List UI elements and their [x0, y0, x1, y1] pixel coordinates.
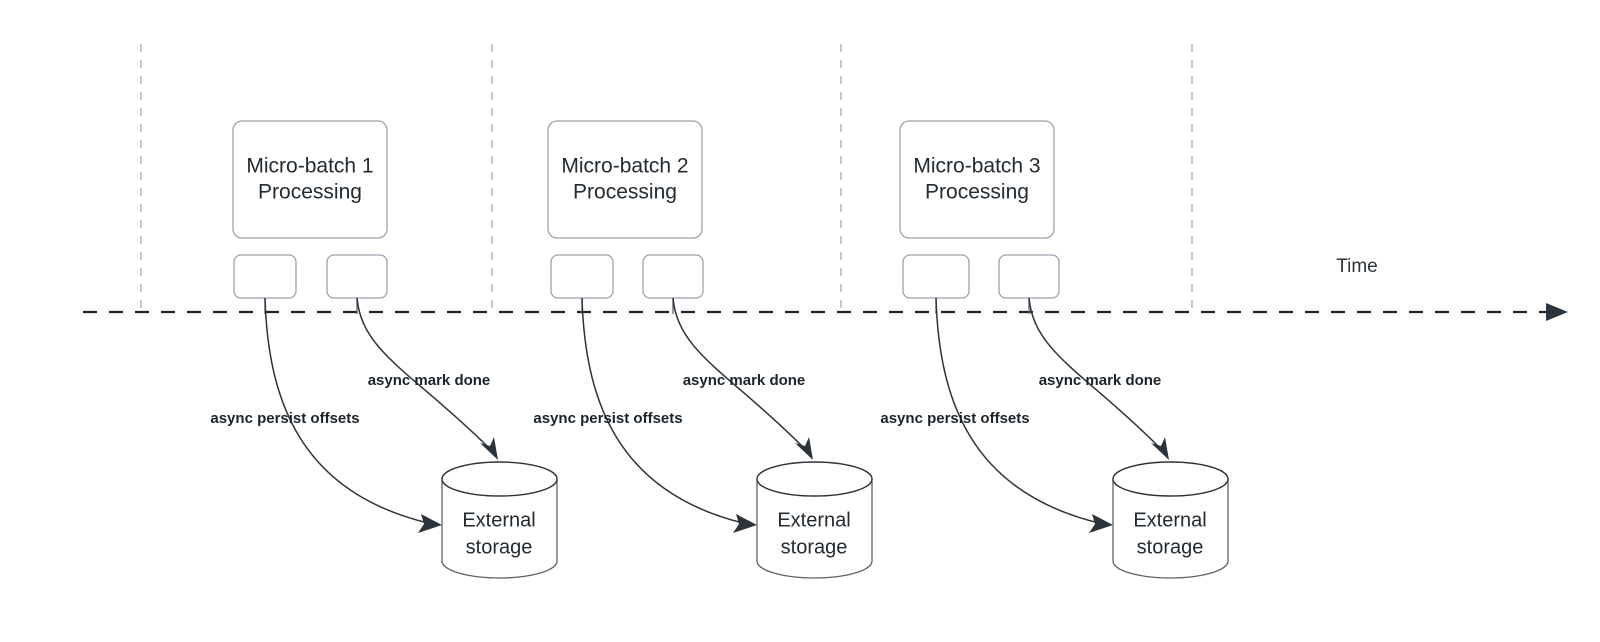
group-1-task-box-left[interactable]: [233, 254, 297, 299]
group-1-persist-offsets-arrowhead: [418, 514, 442, 533]
group-3: Micro-batch 3 Processing External storag…: [880, 120, 1229, 579]
group-3-storage-label-line1: External: [1133, 509, 1206, 531]
group-2-task-box-right[interactable]: [642, 254, 704, 299]
micro-batch-2-label-line1: Micro-batch 2: [561, 155, 688, 178]
group-2-persist-offsets-arrowhead: [733, 514, 757, 533]
group-2-task-box-left[interactable]: [550, 254, 614, 299]
group-2-storage-label-line1: External: [777, 509, 850, 531]
group-2-mark-done-line: [672, 297, 804, 448]
group-1-mark-done-arrowhead: [480, 437, 498, 460]
group-2-mark-done-label: async mark done: [683, 372, 806, 389]
micro-batch-1-label-line1: Micro-batch 1: [246, 155, 373, 178]
timeline-arrowhead: [1546, 303, 1568, 321]
micro-batch-2-rect[interactable]: [547, 120, 703, 239]
guide-lines: [140, 44, 1193, 312]
micro-batch-3-label-line1: Micro-batch 3: [913, 155, 1040, 178]
time-axis-label: Time: [1336, 256, 1378, 277]
group-3-persist-offsets-arrowhead: [1089, 514, 1113, 533]
group-2-cylinder-body[interactable]: [756, 478, 873, 579]
micro-batch-3-box[interactable]: Micro-batch 3 Processing: [899, 120, 1055, 239]
group-1-cylinder-top: [441, 461, 558, 497]
group-1-persist-offsets-line: [264, 297, 429, 524]
micro-batch-1-label-line2: Processing: [258, 181, 362, 204]
group-3-mark-done-line: [1028, 297, 1160, 448]
group-1-persist-offsets-label: async persist offsets: [210, 410, 359, 427]
micro-batch-2-box[interactable]: Micro-batch 2 Processing: [547, 120, 703, 239]
time-axis: Time: [83, 256, 1568, 321]
group-3-task-box-left[interactable]: [902, 254, 970, 299]
group-1: Micro-batch 1 Processing External storag…: [210, 120, 558, 579]
group-2-storage-label-line2: storage: [781, 536, 848, 558]
group-3-cylinder-top: [1112, 461, 1229, 497]
group-2: Micro-batch 2 Processing External storag…: [533, 120, 873, 579]
group-3-persist-offsets-label: async persist offsets: [880, 410, 1029, 427]
group-3-mark-done-label: async mark done: [1039, 372, 1162, 389]
group-1-mark-done-line: [356, 297, 489, 448]
group-1-storage-label-line1: External: [462, 509, 535, 531]
group-2-persist-offsets-line: [581, 297, 744, 524]
group-1-storage-label-line2: storage: [466, 536, 533, 558]
group-2-external-storage[interactable]: External storage: [756, 461, 873, 579]
group-2-persist-offsets-label: async persist offsets: [533, 410, 682, 427]
micro-batch-1-rect[interactable]: [232, 120, 388, 239]
group-3-external-storage[interactable]: External storage: [1112, 461, 1229, 579]
micro-batch-3-rect[interactable]: [899, 120, 1055, 239]
group-1-task-box-right[interactable]: [326, 254, 388, 299]
group-1-cylinder-body[interactable]: [441, 478, 558, 579]
micro-batch-3-label-line2: Processing: [925, 181, 1029, 204]
group-1-external-storage[interactable]: External storage: [441, 461, 558, 579]
group-3-cylinder-body[interactable]: [1112, 478, 1229, 579]
micro-batch-1-box[interactable]: Micro-batch 1 Processing: [232, 120, 388, 239]
group-3-storage-label-line2: storage: [1137, 536, 1204, 558]
group-2-cylinder-top: [756, 461, 873, 497]
group-1-mark-done-label: async mark done: [368, 372, 491, 389]
group-3-persist-offsets-line: [935, 297, 1100, 524]
micro-batch-2-label-line2: Processing: [573, 181, 677, 204]
group-2-mark-done-arrowhead: [795, 437, 813, 460]
group-3-mark-done-arrowhead: [1151, 437, 1169, 460]
group-3-task-box-right[interactable]: [998, 254, 1060, 299]
